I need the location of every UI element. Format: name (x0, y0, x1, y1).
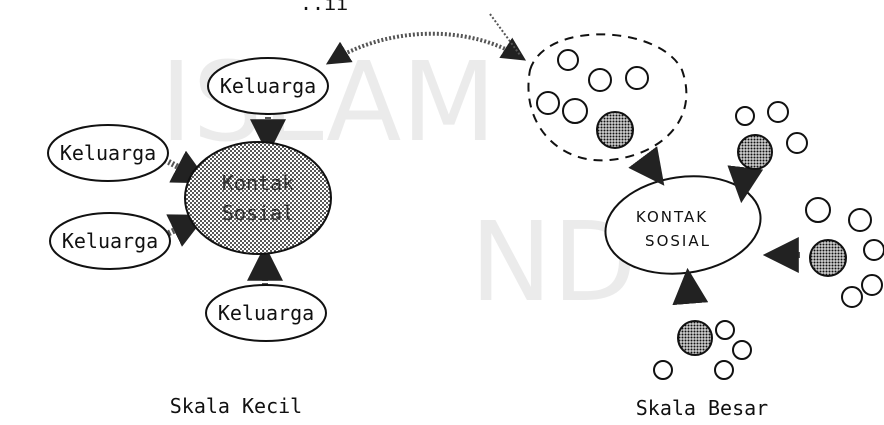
member-circle (653, 360, 673, 380)
large-scale-caption: Skala Besar (636, 396, 768, 420)
member-circle-shaded (596, 111, 634, 149)
member-circle (841, 286, 863, 308)
member-circle (767, 101, 789, 123)
member-circle (861, 274, 883, 296)
member-circle (786, 132, 808, 154)
family-label-bottom: Keluarga (218, 301, 314, 325)
member-circle (735, 106, 755, 126)
scale-link-arrow (325, 31, 527, 65)
family-node-bottom (205, 284, 327, 342)
member-circle-shaded (677, 320, 713, 356)
svg-text:ISLAM: ISLAM (160, 38, 496, 166)
member-circle (863, 239, 884, 261)
member-circle-shaded (737, 134, 773, 170)
small-scale-caption: Skala Kecil (170, 394, 302, 418)
family-node-left-top (47, 124, 169, 182)
family-label-left-top: Keluarga (60, 141, 156, 165)
large-contact-line-2: SOSIAL (645, 232, 711, 250)
member-circle (732, 340, 752, 360)
small-scale-group: Kontak Sosial Keluarga Keluarga Keluarga… (47, 57, 332, 418)
large-scale-group: KONTAK SOSIAL Skala Besar (527, 33, 884, 420)
member-circle (562, 98, 588, 124)
member-circle (714, 360, 734, 380)
small-contact-line-1: Kontak (222, 171, 294, 195)
social-contact-center-small (184, 141, 332, 255)
family-node-left-bottom (49, 212, 171, 270)
member-circle (625, 66, 649, 90)
top-fragment: ..ıı (300, 0, 348, 15)
family-label-top: Keluarga (220, 74, 316, 98)
large-scale-arrows (628, 146, 800, 306)
family-label-left-bottom: Keluarga (62, 229, 158, 253)
large-contact-line-1: KONTAK (636, 208, 708, 226)
link-arrow-tail (489, 13, 521, 56)
family-node-top (207, 57, 329, 115)
small-contact-line-2: Sosial (222, 201, 294, 225)
member-circle (715, 320, 735, 340)
member-circle (557, 49, 579, 71)
member-circle (536, 91, 560, 115)
arrow-left-top (163, 150, 210, 184)
member-circle (588, 68, 612, 92)
member-circle-shaded (809, 239, 847, 277)
member-circle (848, 208, 872, 232)
member-circle (805, 197, 831, 223)
